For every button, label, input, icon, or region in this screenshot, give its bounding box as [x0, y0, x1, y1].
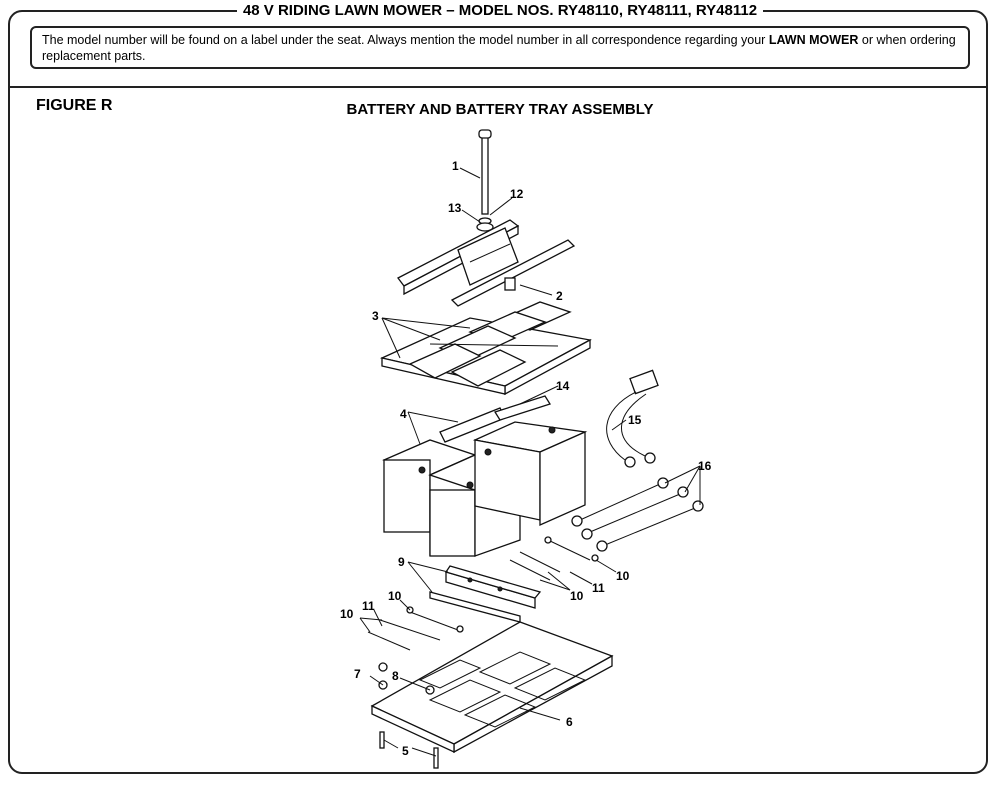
header-divider: [10, 86, 986, 88]
part-rails: [429, 565, 542, 623]
part-bolts-lower: [367, 606, 464, 651]
callout-15: 15: [628, 413, 642, 427]
callout-12: 12: [510, 187, 524, 201]
callout-16: 16: [698, 459, 712, 473]
callout-4: 4: [400, 407, 407, 421]
part-bolts-upper: [509, 536, 599, 581]
callout-10-mid: 10: [570, 589, 584, 603]
callout-10-upper: 10: [616, 569, 630, 583]
figure-label: FIGURE R: [36, 97, 113, 114]
model-number-notice: The model number will be found on a labe…: [30, 26, 970, 69]
part-rod: [478, 129, 492, 215]
part-batteries: [382, 395, 588, 557]
header-title-text: 48 V RIDING LAWN MOWER – MODEL NOS. RY48…: [236, 2, 764, 19]
callout-5: 5: [402, 744, 409, 758]
part-battery-tray: [370, 621, 614, 754]
callout-1: 1: [452, 159, 459, 173]
part-nut: [378, 662, 388, 672]
callout-7: 7: [354, 667, 361, 681]
page-header: 48 V RIDING LAWN MOWER – MODEL NOS. RY48…: [0, 2, 1000, 19]
notice-text-before: The model number will be found on a labe…: [42, 33, 769, 47]
callout-2: 2: [556, 289, 563, 303]
notice-emphasis: LAWN MOWER: [768, 33, 859, 47]
part-cable-harness: [606, 369, 659, 468]
callout-8: 8: [392, 669, 399, 683]
callout-3: 3: [372, 309, 379, 323]
callout-11-lower: 11: [362, 599, 375, 613]
callout-13: 13: [448, 201, 462, 215]
callout-9: 9: [398, 555, 405, 569]
callout-6: 6: [566, 715, 573, 729]
callout-10-lower-2: 10: [388, 589, 402, 603]
part-battery-covers: [379, 301, 592, 396]
callout-11-upper: 11: [592, 581, 605, 595]
notice-text-after: or when ordering replacement parts.: [42, 33, 956, 63]
callout-leaders: [359, 167, 701, 757]
diagram-title: BATTERY AND BATTERY TRAY ASSEMBLY: [346, 101, 654, 118]
part-hold-down-bracket: [397, 219, 576, 307]
part-bolt-5a: [379, 731, 385, 749]
callout-10-lower: 10: [340, 607, 354, 621]
callout-14: 14: [556, 379, 570, 393]
part-battery-cables: [571, 477, 704, 552]
part-bolt-5b: [433, 747, 439, 769]
part-washer-lower: [476, 222, 494, 232]
